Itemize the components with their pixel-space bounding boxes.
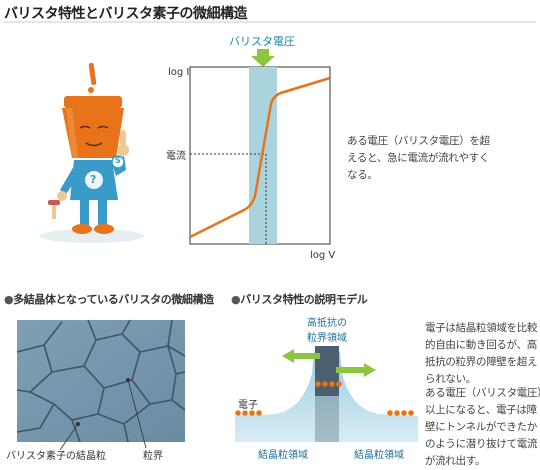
barrier-model <box>235 346 418 442</box>
section-microstructure-title: 多結晶体となっているバリスタの微細構造 <box>13 293 214 306</box>
boundary-label: 粒界 <box>143 451 163 462</box>
grain-leader-line <box>59 423 79 451</box>
grain-label: バリスタ素子の結晶粒 <box>6 451 106 462</box>
boundary-leader-line <box>127 379 147 449</box>
section-model-title: バリスタ特性の説明モデル <box>240 293 368 306</box>
varistor-voltage-label: バリスタ電圧 <box>229 35 295 48</box>
mascot-shadow <box>40 229 144 243</box>
grain-region-right-label: 結晶粒領域 <box>354 450 404 461</box>
high-resistance-label-line1: 高抵抗の <box>307 318 347 329</box>
vi-graph <box>189 49 331 245</box>
page-title: バリスタ特性とバリスタ素子の微細構造 <box>4 6 248 22</box>
electrons-left <box>235 410 262 416</box>
electrons-right <box>387 410 414 416</box>
potential-profile <box>235 352 418 442</box>
bullet-icon: ● <box>4 293 14 306</box>
y-axis-label: log I <box>168 67 190 78</box>
graph-note: ある電圧（バリスタ電圧）を超えると、急に電流が流れやすくなる。 <box>347 135 490 181</box>
section-model-heading: ●バリスタ特性の説明モデル <box>231 291 368 307</box>
electron-label: 電子 <box>238 400 258 411</box>
arrow-right <box>336 363 376 377</box>
arrow-left <box>282 349 320 363</box>
high-resistance-label: 高抵抗の 粒界領域 <box>300 314 354 344</box>
illustration-layer <box>4 21 536 451</box>
section-microstructure-heading: ●多結晶体となっているバリスタの微細構造 <box>4 291 214 307</box>
mascot-chest-mark: ? <box>90 173 97 186</box>
model-note-2: ある電圧（バリスタ電圧）以上になると、電子は障壁にトンネルができたかのように潜り… <box>425 387 540 467</box>
x-axis-label: log V <box>310 250 336 261</box>
mascot-shirt-badge: S <box>115 156 121 165</box>
current-label: 電流 <box>166 151 186 162</box>
high-resistance-label-line2: 粒界領域 <box>307 333 347 344</box>
grain-region-left-label: 結晶粒領域 <box>258 450 308 461</box>
mascot-figure <box>40 62 144 243</box>
vi-curve <box>189 76 331 239</box>
model-note-1: 電子は結晶粒領域を比較的自由に動き回るが、高抵抗の粒界の障壁を超えられない。 <box>425 322 538 385</box>
microstructure-image <box>16 319 186 451</box>
varistor-voltage-arrow <box>251 49 275 67</box>
bullet-icon: ● <box>231 293 241 306</box>
